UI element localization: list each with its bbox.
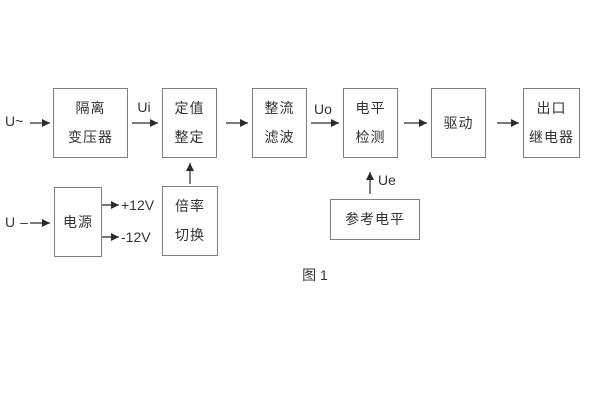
block-label: 检测 <box>355 129 386 145</box>
label-signal-ui: Ui <box>137 99 151 115</box>
figure-caption: 图 1 <box>302 267 328 283</box>
block-label: 电源 <box>63 213 93 230</box>
block-label: 继电器 <box>529 129 574 145</box>
block-label: 整定 <box>174 129 205 145</box>
block-label: 电平 <box>355 100 386 116</box>
block-label: 出口 <box>536 100 567 116</box>
block-reference-level: 参考电平 <box>330 199 420 240</box>
block-label: 驱动 <box>443 114 474 131</box>
block-label: 变压器 <box>68 129 113 145</box>
block-setting: 定值 整定 <box>162 88 217 158</box>
label-signal-ue: Ue <box>378 172 396 188</box>
block-label: 参考电平 <box>345 211 405 227</box>
block-level-detect: 电平 检测 <box>343 88 398 158</box>
label-signal-uo: Uo <box>314 101 332 117</box>
block-label: 切换 <box>175 227 205 243</box>
block-label: 隔离 <box>75 100 106 116</box>
block-output-relay: 出口 继电器 <box>523 88 580 158</box>
block-label: 整流 <box>264 100 295 116</box>
label-rail-minus12: -12V <box>121 229 151 245</box>
block-label: 滤波 <box>264 129 295 145</box>
block-driver: 驱动 <box>431 88 486 158</box>
block-rectifier-filter: 整流 滤波 <box>252 88 307 158</box>
block-isolation-transformer: 隔离 变压器 <box>53 88 128 158</box>
label-rail-plus12: +12V <box>121 197 155 213</box>
block-ratio-switch: 倍率 切换 <box>162 186 218 256</box>
block-label: 倍率 <box>175 198 205 214</box>
label-ac-input: U~ <box>5 113 24 129</box>
block-power-supply: 电源 <box>54 187 102 257</box>
label-dc-input: U– <box>5 214 33 230</box>
block-label: 定值 <box>174 100 205 116</box>
